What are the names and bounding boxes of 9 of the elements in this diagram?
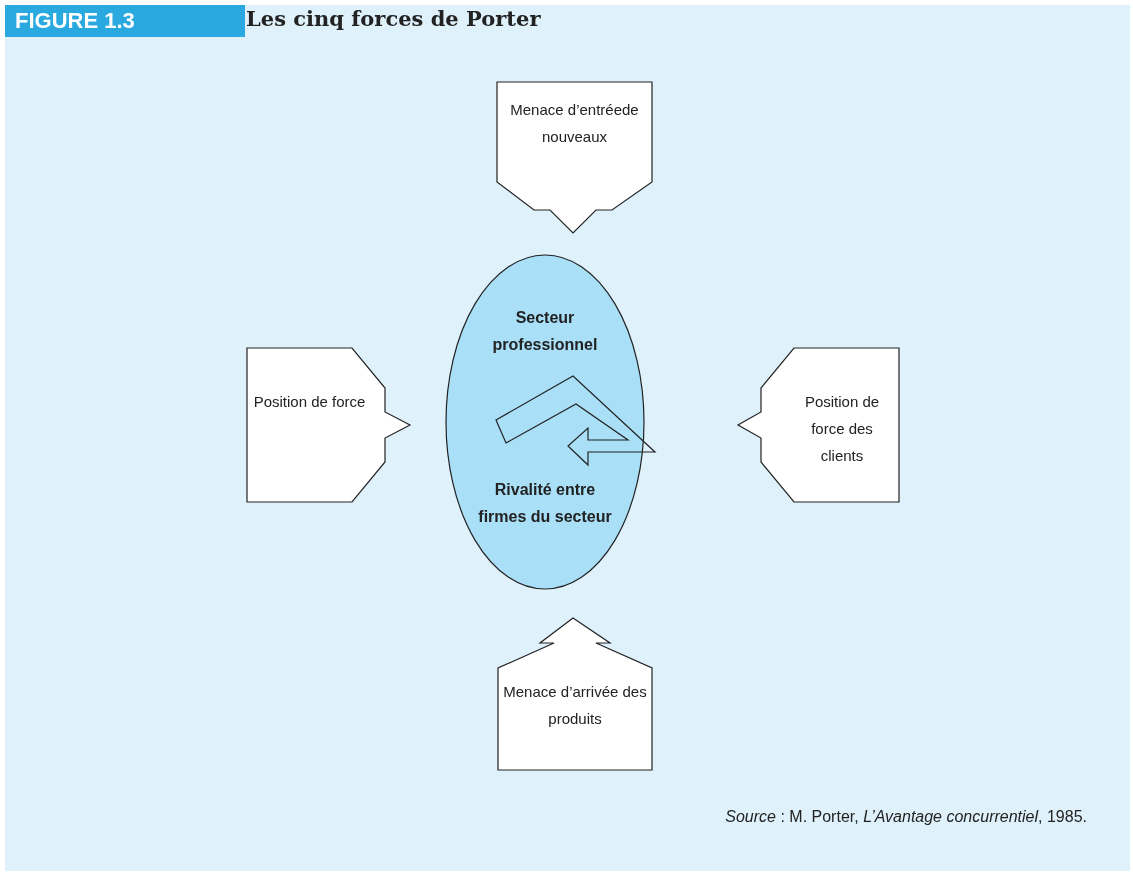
- node-label: Menace d’entréede nouveaux: [509, 100, 640, 147]
- node-label: Menace d’arrivée des produits: [503, 682, 647, 729]
- source-note: Source : M. Porter, L’Avantage concurrentiel, 1985.: [725, 808, 1087, 826]
- node-label: Position de force: [252, 392, 367, 412]
- node-label: Position de force des clients: [803, 392, 881, 466]
- node-heading: Secteur professionnel: [491, 308, 599, 355]
- figure-title: Les cinq forces de Porter: [246, 6, 541, 31]
- node-heading: Rivalité entre firmes du secteur: [477, 480, 613, 527]
- figure-number: FIGURE 1.3: [5, 5, 245, 37]
